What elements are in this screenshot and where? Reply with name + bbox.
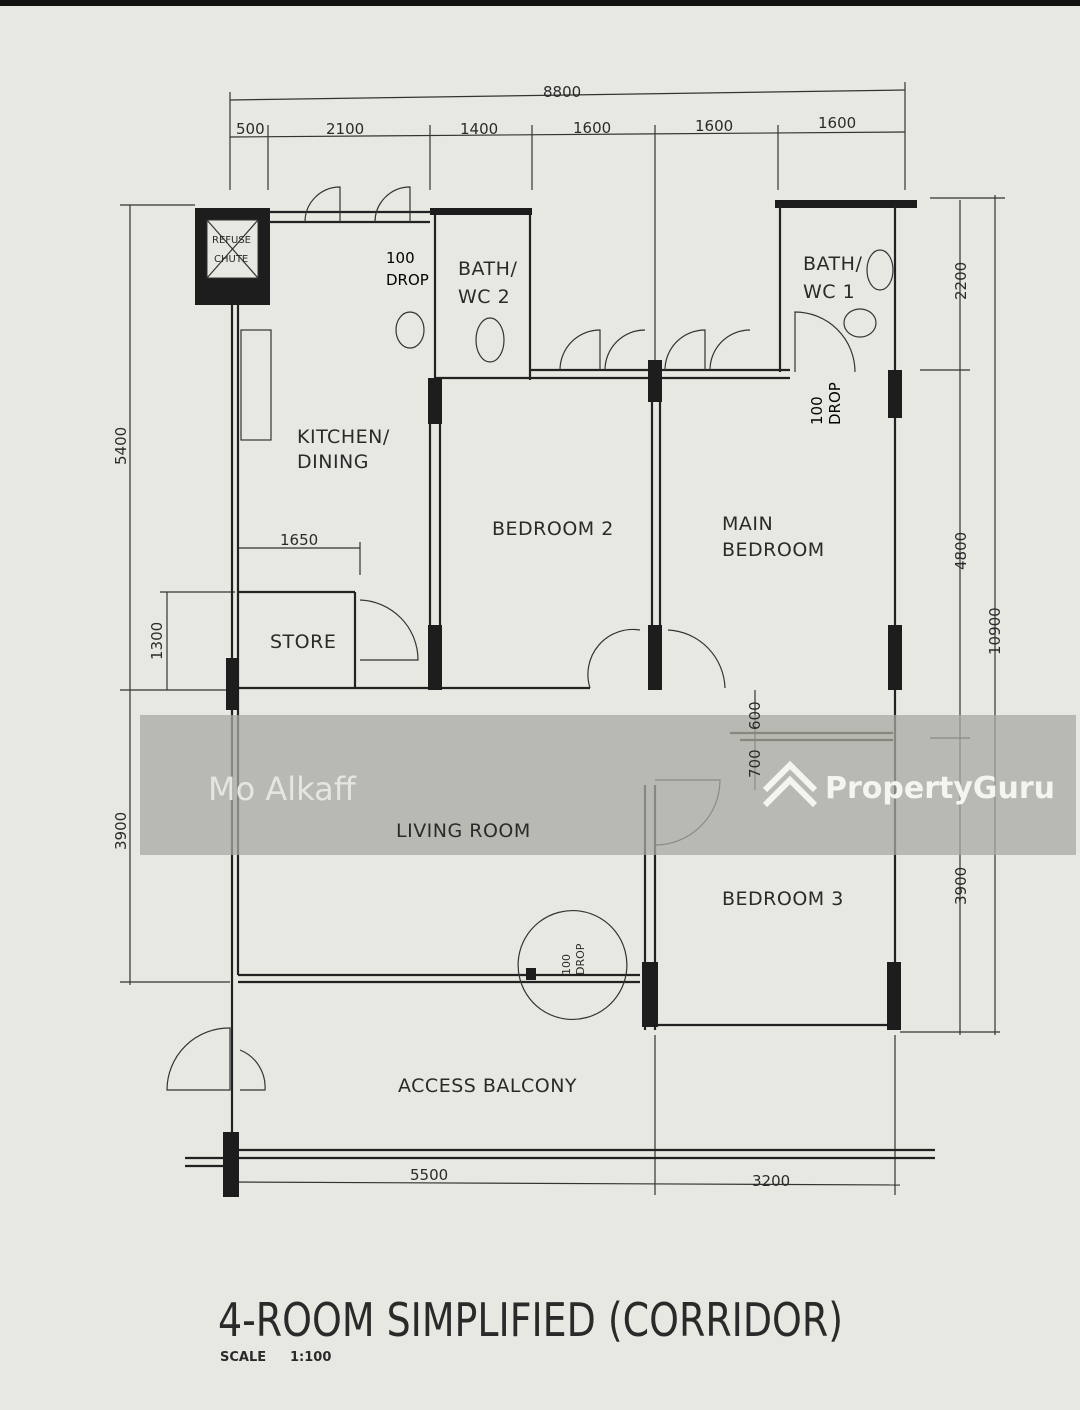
living-room-label: LIVING ROOM [396, 820, 531, 842]
dim-top: 1600 [573, 119, 611, 137]
store-label: STORE [270, 631, 336, 653]
kitchen-label: DINING [297, 451, 369, 473]
room-labels: REFUSE CHUTE 100 DROP BATH/ WC 2 BATH/ W… [212, 235, 862, 1097]
dim-overall-width: 8800 [543, 83, 581, 101]
dim-right: 4800 [952, 532, 970, 570]
dim-left: 5400 [112, 427, 130, 465]
dim-top: 1600 [818, 114, 856, 132]
dim-top: 2100 [326, 120, 364, 138]
bath-wc-2-label: BATH/ [458, 258, 517, 280]
dim-top: 1600 [695, 117, 733, 135]
main-bedroom-label: BEDROOM [722, 539, 825, 561]
dim-left: 3900 [112, 812, 130, 850]
bath-wc-1-label: WC 1 [803, 281, 855, 303]
dim-small: 600 [746, 701, 764, 730]
refuse-chute-label: CHUTE [214, 254, 248, 265]
main-bedroom-label: MAIN [722, 513, 773, 535]
dimension-lines [120, 82, 1005, 1195]
top-edge [0, 0, 1080, 6]
bath1-drop-label: 100 [808, 396, 826, 425]
bedroom-2-label: BEDROOM 2 [492, 518, 614, 540]
dim-right: 3900 [952, 867, 970, 905]
agent-watermark: Mo Alkaff [208, 770, 357, 808]
walls [185, 200, 935, 1197]
door-swings [166, 186, 856, 1091]
refuse-chute-label: REFUSE [212, 235, 251, 246]
kitchen-drop-label: DROP [386, 271, 429, 289]
dim-small: 700 [746, 749, 764, 778]
dimension-labels: 8800 500 2100 1400 1600 1600 1600 5400 3… [112, 83, 1004, 1190]
kitchen-label: KITCHEN/ [297, 426, 390, 448]
dim-bottom: 5500 [410, 1166, 448, 1184]
dim-bottom: 3200 [752, 1172, 790, 1190]
living-drop-label: DROP [574, 943, 587, 975]
bath-wc-2-label: WC 2 [458, 286, 510, 308]
dim-overall-depth: 10900 [986, 607, 1004, 655]
bath-wc-1-label: BATH/ [803, 253, 862, 275]
dim-top: 1400 [460, 120, 498, 138]
bedroom-3-label: BEDROOM 3 [722, 888, 844, 910]
plan-title: 4-ROOM SIMPLIFIED (CORRIDOR) [218, 1293, 843, 1347]
bath1-drop-label: DROP [826, 382, 844, 425]
scale-value: 1:100 [290, 1350, 331, 1365]
scale-label: SCALE [220, 1350, 266, 1365]
dim-store-height: 1300 [148, 622, 166, 660]
sanitary-fixtures [395, 249, 894, 363]
brand-watermark: PropertyGuru [825, 771, 1055, 806]
living-drop-label: 100 [560, 954, 573, 975]
dim-top: 500 [236, 120, 265, 138]
access-balcony-label: ACCESS BALCONY [398, 1075, 577, 1097]
dim-right: 2200 [952, 262, 970, 300]
kitchen-drop-label: 100 [386, 249, 415, 267]
propertyguru-logo-icon [762, 760, 818, 808]
watermark-band [140, 715, 1076, 855]
dim-store-width: 1650 [280, 531, 318, 549]
